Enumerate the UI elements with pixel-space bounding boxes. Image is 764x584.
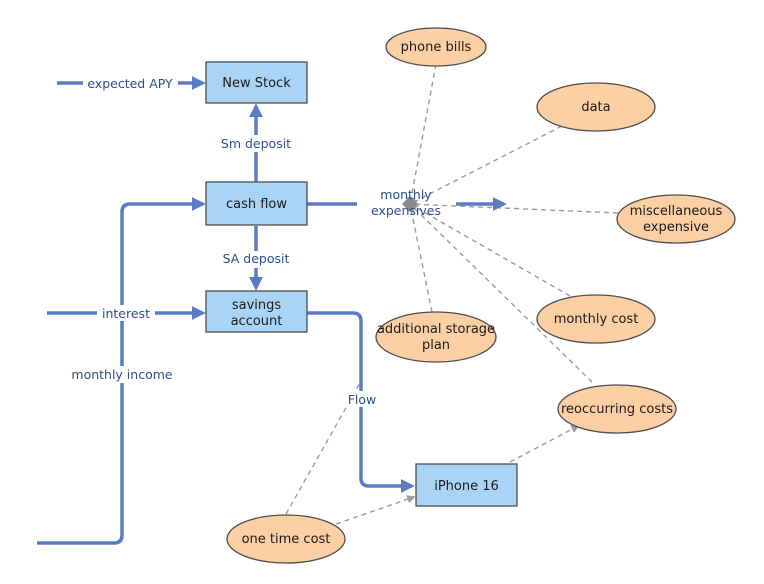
link-data — [408, 125, 563, 205]
aux-miscellaneous-label-1: miscellaneous — [630, 204, 723, 219]
stock-new-stock-label: New Stock — [222, 76, 291, 91]
aux-reoccurring-costs-label: reoccurring costs — [561, 402, 673, 417]
aux-miscellaneous[interactable]: miscellaneous expensive — [616, 194, 736, 244]
aux-additional-storage-label-1: additional storage — [377, 322, 495, 337]
aux-additional-storage-label-2: plan — [422, 338, 450, 353]
flow-label-sm-deposit: Sm deposit — [221, 136, 291, 151]
link-one-time-to-flow — [285, 382, 361, 515]
link-iphone-to-reoccurring — [509, 425, 580, 463]
flow-label-monthly-expensives-2: expensives — [371, 203, 441, 218]
info-links — [285, 63, 619, 525]
aux-miscellaneous-label-2: expensive — [643, 220, 709, 235]
flow-label-expected-apy: expected APY — [87, 76, 173, 91]
valve-icon — [402, 196, 418, 212]
stock-savings-account-label-1: savings — [232, 298, 282, 313]
aux-monthly-cost[interactable]: monthly cost — [536, 294, 656, 344]
aux-one-time-cost[interactable]: one time cost — [226, 514, 346, 564]
stock-iphone-16[interactable]: iPhone 16 — [415, 463, 518, 507]
stock-cash-flow[interactable]: cash flow — [205, 181, 308, 226]
stock-iphone-16-label: iPhone 16 — [434, 479, 499, 494]
stock-cash-flow-label: cash flow — [226, 197, 287, 212]
flow-label-sa-deposit: SA deposit — [223, 251, 290, 266]
stock-savings-account-label-2: account — [231, 314, 283, 329]
stock-new-stock[interactable]: New Stock — [205, 61, 308, 104]
aux-phone-bills-label: phone bills — [401, 40, 472, 55]
aux-phone-bills[interactable]: phone bills — [385, 27, 487, 67]
link-reoccurring — [408, 202, 593, 383]
link-monthly-cost — [408, 203, 571, 297]
aux-additional-storage[interactable]: additional storage plan — [375, 311, 497, 363]
aux-data[interactable]: data — [536, 82, 656, 132]
flow-label-monthly-income: monthly income — [71, 367, 173, 382]
aux-reoccurring-costs[interactable]: reoccurring costs — [557, 384, 677, 434]
stock-savings-account[interactable]: savings account — [205, 290, 308, 333]
link-phone-bills — [407, 63, 437, 206]
aux-one-time-cost-label: one time cost — [242, 532, 331, 547]
flow-label-flow: Flow — [348, 392, 377, 407]
link-miscellaneous — [408, 200, 619, 214]
aux-monthly-cost-label: monthly cost — [554, 312, 639, 327]
flow-label-interest: interest — [102, 306, 150, 321]
flow-label-monthly-expensives-1: monthly — [380, 187, 432, 202]
link-one-time-to-iphone — [335, 495, 416, 525]
link-additional-storage — [407, 202, 433, 313]
aux-data-label: data — [581, 100, 610, 115]
